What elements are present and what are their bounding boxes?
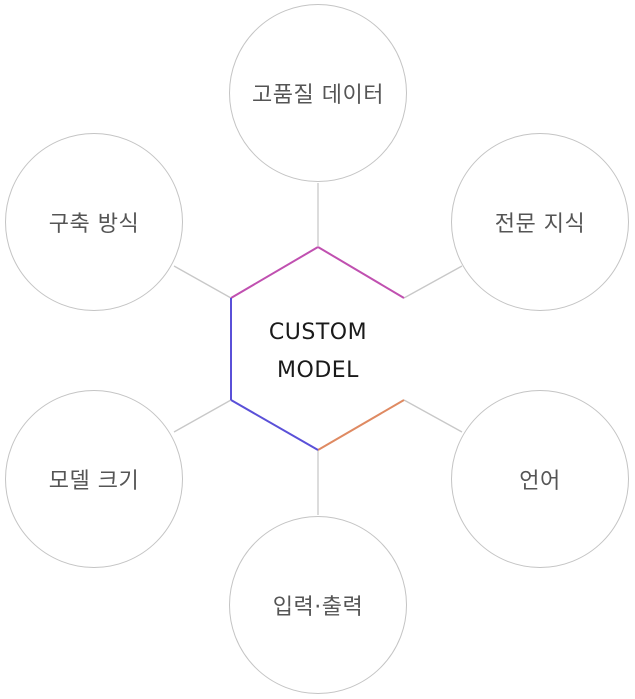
connector-top-left <box>173 265 232 299</box>
node-bottom: 입력·출력 <box>229 516 407 694</box>
center-hexagon <box>230 246 405 451</box>
node-top-label: 고품질 데이터 <box>252 83 384 108</box>
node-top-right: 전문 지식 <box>451 133 629 311</box>
node-bottom-label: 입력·출력 <box>272 595 364 620</box>
hex-edge-bottom-right <box>317 399 405 451</box>
center-label-line1: CUSTOM <box>268 320 368 345</box>
node-top-left: 구축 방식 <box>5 133 183 311</box>
node-bottom-left-label: 모델 크기 <box>48 469 140 494</box>
hex-edge-top-left <box>230 246 319 299</box>
node-top-left-label: 구축 방식 <box>48 212 140 237</box>
connector-bottom-right <box>403 399 463 433</box>
node-bottom-left: 모델 크기 <box>5 390 183 568</box>
node-bottom-right: 언어 <box>451 390 629 568</box>
node-top: 고품질 데이터 <box>229 4 407 182</box>
connector-lines <box>173 183 463 515</box>
node-bottom-right-label: 언어 <box>519 469 561 494</box>
connector-bottom-left <box>173 399 232 433</box>
center-label-line2: MODEL <box>277 358 359 383</box>
hex-edge-bottom-left <box>230 399 319 451</box>
center-label: CUSTOM MODEL <box>220 314 416 390</box>
node-top-right-label: 전문 지식 <box>494 212 586 237</box>
connector-top-right <box>403 265 463 299</box>
hex-edge-top-right <box>317 246 405 299</box>
